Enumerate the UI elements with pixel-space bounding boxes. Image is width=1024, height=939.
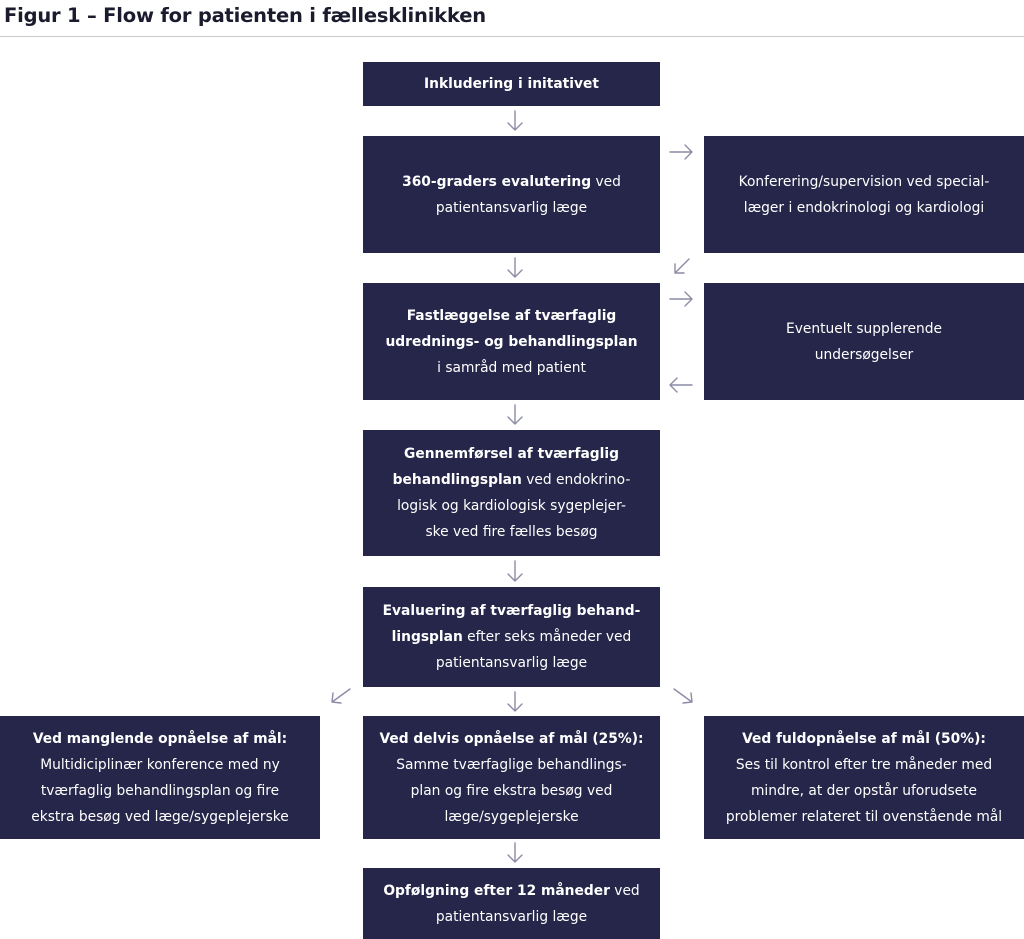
box-text-line: ekstra besøg ved læge/sygeplejerske: [31, 804, 289, 830]
box-text-line: logisk og kardiologisk sygeplejer-: [397, 493, 626, 519]
regular-text: patientansvarlig læge: [435, 199, 588, 216]
regular-text: plan og fire ekstra besøg ved: [410, 782, 613, 799]
arrow-diagonal-back: [674, 258, 690, 274]
box-text-line: Ses til kontrol efter tre måneder med: [736, 752, 992, 778]
regular-text: Konferering/supervision ved special-: [738, 173, 990, 190]
box-text-line: ske ved fire fælles besøg: [425, 519, 597, 545]
arrow-down-2: [507, 257, 523, 278]
box-text-line: Ved delvis opnåelse af mål (25%):: [379, 726, 643, 752]
box-text-line: lingsplan efter seks måneder ved: [392, 624, 632, 650]
box-goal-not-achieved: Ved manglende opnåelse af mål: Multidicip…: [0, 716, 320, 839]
regular-text: tværfaglig behandlingsplan og fire: [40, 782, 280, 799]
arrow-down-3: [507, 404, 523, 425]
box-goal-partially-achieved: Ved delvis opnåelse af mål (25%): Samme t…: [363, 716, 660, 839]
box-text-line: Ved manglende opnåelse af mål:: [33, 726, 287, 752]
regular-text: i samråd med patient: [437, 359, 586, 376]
bold-text: Ved fuldopnåelse af mål (50%):: [742, 730, 986, 747]
regular-text: Multidiciplinær konference med ny: [40, 756, 280, 773]
bold-text: Inkludering i initativet: [424, 76, 599, 92]
arrow-right-2: [669, 291, 693, 307]
box-follow-up: Opfølgning efter 12 måneder ved patientan…: [363, 868, 660, 939]
box-text-line: udrednings- og behandlingsplan: [385, 329, 637, 355]
figure-title: Figur 1 – Flow for patienten i fælleskli…: [4, 4, 486, 27]
regular-text: læger i endokrinologi og kardiologi: [743, 199, 985, 216]
box-text-line: Fastlæggelse af tværfaglig: [407, 303, 617, 329]
box-plan-evaluation: Evaluering af tværfaglig behand-lingspla…: [363, 587, 660, 687]
box-text-line: læge/sygeplejerske: [444, 804, 578, 830]
bold-text: Evaluering af tværfaglig behand-: [382, 603, 641, 619]
regular-text: ved: [591, 173, 621, 190]
box-text-line: Konferering/supervision ved special-: [739, 169, 990, 195]
box-plan-definition: Fastlæggelse af tværfaglig udrednings- og…: [363, 283, 660, 400]
arrow-left-1: [669, 377, 693, 393]
regular-text: mindre, at der opstår uforudsete: [750, 782, 978, 799]
box-inclusion: Inkludering i initativet: [363, 62, 660, 106]
regular-text: undersøgelser: [814, 346, 914, 363]
regular-text: patientansvarlig læge: [435, 655, 588, 671]
bold-text: Fastlæggelse af tværfaglig: [406, 307, 617, 324]
regular-text: logisk og kardiologisk sygeplejer-: [397, 498, 626, 514]
arrow-right-1: [669, 144, 693, 160]
box-text-line: plan og fire ekstra besøg ved: [411, 778, 613, 804]
box-text-line: Evaluering af tværfaglig behand-: [383, 598, 641, 624]
bold-text: Ved delvis opnåelse af mål (25%):: [379, 730, 644, 747]
box-text-line: patientansvarlig læge: [436, 650, 587, 676]
box-text-line: 360-graders evalutering ved: [402, 169, 621, 195]
regular-text: ekstra besøg ved læge/sygeplejerske: [31, 808, 289, 825]
box-text-line: Ved fuldopnåelse af mål (50%):: [742, 726, 986, 752]
box-text-line: læger i endokrinologi og kardiologi: [744, 195, 984, 221]
regular-text: Samme tværfaglige behandlings-: [396, 756, 627, 773]
box-text-line: Inkludering i initativet: [424, 71, 599, 97]
box-text-line: behandlingsplan ved endokrino-: [393, 467, 631, 493]
bold-text: Ved manglende opnåelse af mål:: [32, 730, 288, 747]
box-text-line: Samme tværfaglige behandlings-: [396, 752, 626, 778]
regular-text: læge/sygeplejerske: [444, 808, 579, 825]
arrow-down-4: [507, 560, 523, 582]
regular-text: Eventuelt supplerende: [785, 320, 942, 337]
box-text-line: patientansvarlig læge: [436, 195, 587, 221]
box-text-line: Eventuelt supplerende: [786, 316, 942, 342]
bold-text: behandlingsplan: [392, 472, 522, 488]
regular-text: ved: [609, 882, 640, 899]
regular-text: problemer relateret til ovenstående mål: [725, 808, 1003, 825]
bold-text: Opfølgning efter 12 måneder: [383, 882, 610, 899]
box-text-line: undersøgelser: [815, 342, 913, 368]
regular-text: ske ved fire fælles besøg: [425, 524, 598, 540]
box-text-line: tværfaglig behandlingsplan og fire: [41, 778, 279, 804]
box-text-line: i samråd med patient: [437, 355, 586, 381]
box-text-line: Opfølgning efter 12 måneder ved: [383, 878, 639, 904]
box-text-line: Multidiciplinær konference med ny: [40, 752, 280, 778]
arrow-down-5: [507, 691, 523, 712]
box-text-line: problemer relateret til ovenstående mål: [726, 804, 1002, 830]
box-goal-fully-achieved: Ved fuldopnåelse af mål (50%): Ses til ko…: [704, 716, 1024, 839]
box-supplementary-examinations: Eventuelt supplerende undersøgelser: [704, 283, 1024, 400]
box-text-line: mindre, at der opstår uforudsete: [751, 778, 977, 804]
title-divider: [0, 36, 1024, 37]
regular-text: efter seks måneder ved: [462, 629, 632, 645]
arrow-down-1: [507, 110, 523, 131]
bold-text: lingsplan: [391, 629, 463, 645]
regular-text: Ses til kontrol efter tre måneder med: [735, 756, 993, 773]
regular-text: patientansvarlig læge: [435, 908, 588, 925]
box-text-line: patientansvarlig læge: [436, 904, 587, 930]
bold-text: udrednings- og behandlingsplan: [385, 333, 638, 350]
arrow-down-6: [507, 842, 523, 863]
arrow-diagonal-left: [331, 688, 351, 704]
regular-text: ved endokrino-: [521, 472, 631, 488]
box-text-line: Gennemførsel af tværfaglig: [404, 441, 619, 467]
arrow-diagonal-right: [673, 688, 693, 704]
bold-text: Gennemførsel af tværfaglig: [404, 446, 619, 462]
box-conference-supervision: Konferering/supervision ved special-læge…: [704, 136, 1024, 253]
bold-text: 360-graders evalutering: [402, 173, 592, 190]
box-plan-execution: Gennemførsel af tværfaglig behandlingspla…: [363, 430, 660, 556]
